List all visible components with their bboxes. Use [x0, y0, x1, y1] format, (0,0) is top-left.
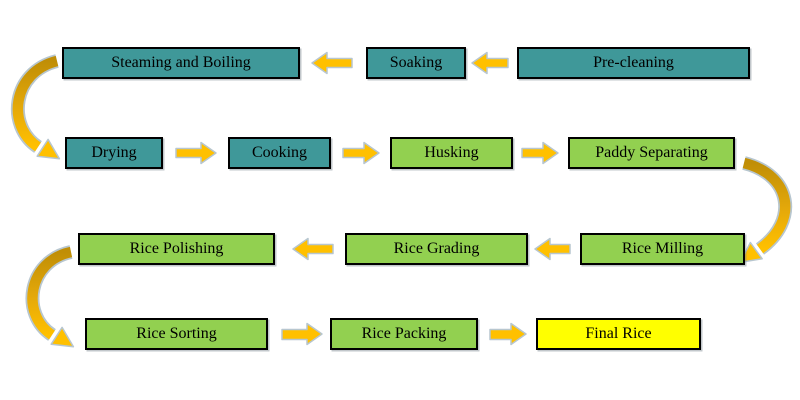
step-steaming-and-boiling: Steaming and Boiling: [62, 47, 300, 79]
arrow-left-icon: [471, 51, 509, 75]
arrow-left-icon: [534, 237, 571, 261]
arrow-right-icon: [175, 141, 217, 165]
arrow-left-icon: [311, 51, 353, 75]
step-drying: Drying: [65, 137, 163, 169]
arrow-right-icon: [342, 141, 380, 165]
step-pre-cleaning: Pre-cleaning: [517, 47, 750, 79]
step-rice-polishing: Rice Polishing: [78, 233, 275, 265]
step-paddy-separating: Paddy Separating: [568, 137, 735, 169]
step-soaking: Soaking: [366, 47, 466, 79]
arrow-right-icon: [489, 322, 527, 346]
step-cooking: Cooking: [228, 137, 331, 169]
step-rice-sorting: Rice Sorting: [85, 318, 268, 350]
arrow-right-icon: [521, 141, 559, 165]
arrow-left-icon: [292, 237, 334, 261]
step-rice-grading: Rice Grading: [345, 233, 528, 265]
step-final-rice: Final Rice: [536, 318, 701, 350]
step-rice-milling: Rice Milling: [580, 233, 745, 265]
curved-arrow-down-icon: [10, 54, 61, 160]
arrow-right-icon: [281, 322, 323, 346]
step-rice-packing: Rice Packing: [330, 318, 478, 350]
step-husking: Husking: [390, 137, 513, 169]
curved-arrow-down-icon: [25, 245, 75, 348]
